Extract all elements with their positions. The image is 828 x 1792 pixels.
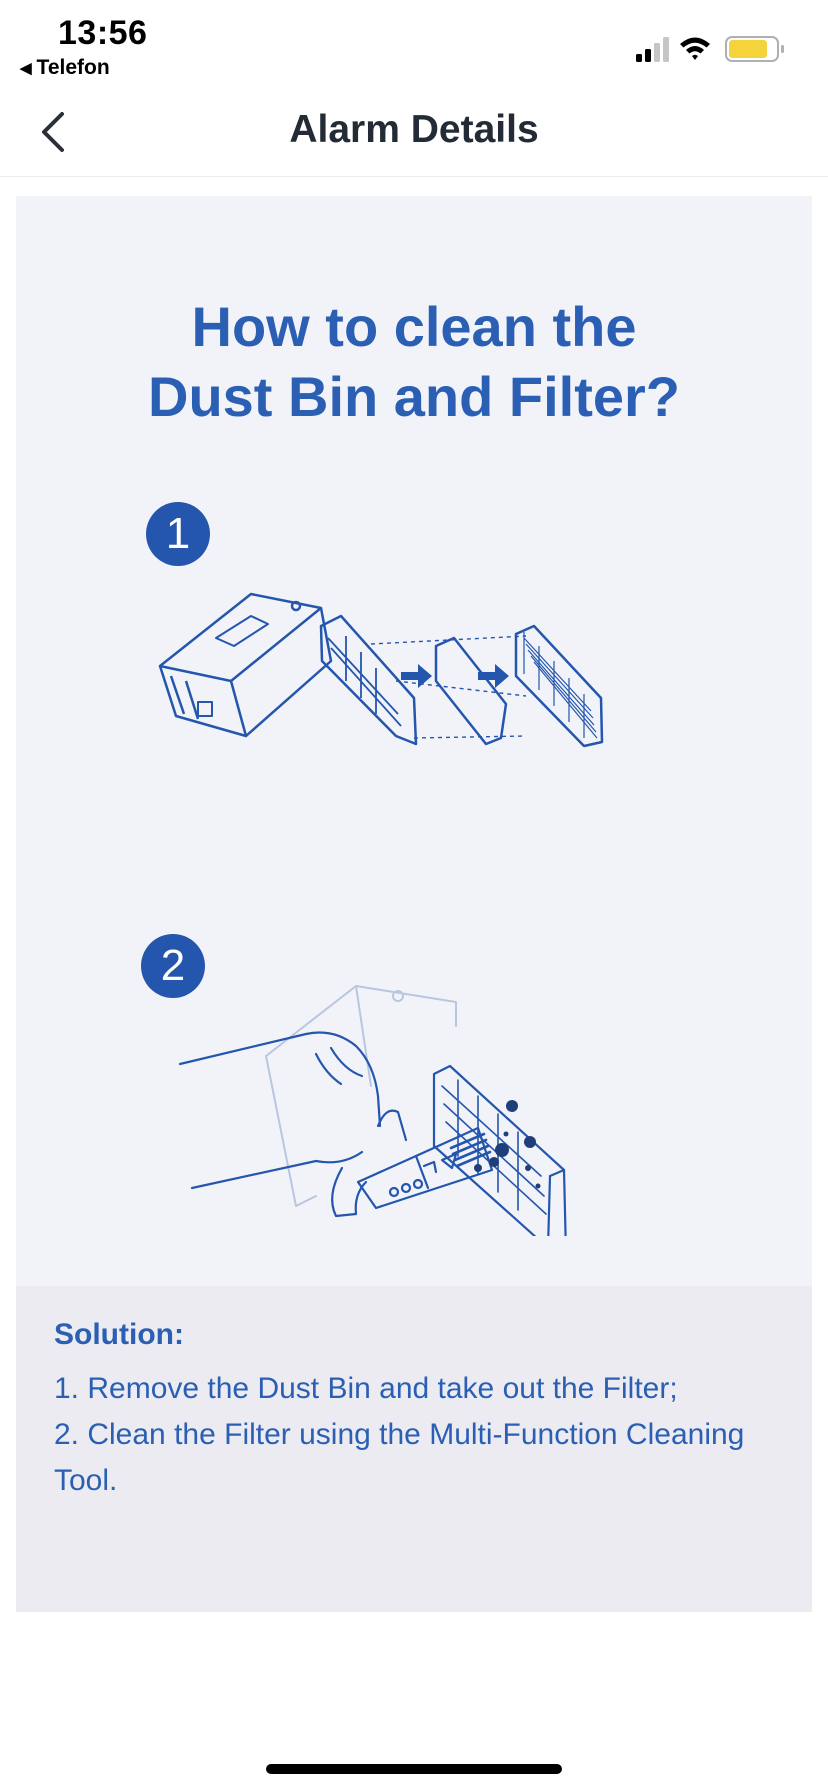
solution-steps: 1. Remove the Dust Bin and take out the … [54,1366,784,1504]
back-triangle-icon: ◀ [20,60,32,77]
nav-bar: Alarm Details [0,88,828,177]
status-bar: 13:56 ◀Telefon [0,0,828,88]
solution-heading: Solution: [54,1318,184,1351]
status-back-to-app[interactable]: ◀Telefon [20,56,110,80]
solution-panel: Solution: 1. Remove the Dust Bin and tak… [16,1286,812,1612]
battery-icon [725,36,784,62]
solution-step-2: 2. Clean the Filter using the Multi-Func… [54,1418,745,1497]
status-back-label: Telefon [36,56,110,79]
cellular-signal-icon [636,37,669,62]
guide-card: How to clean the Dust Bin and Filter? 1 … [16,196,812,1286]
status-icons [636,36,784,62]
chevron-left-icon [42,112,64,152]
status-time: 13:56 [58,14,148,52]
dust-bin-filter-removal-illustration [158,592,604,748]
page-title: Alarm Details [289,108,539,151]
back-button[interactable] [30,106,82,158]
step-1-badge: 1 [146,502,210,566]
solution-step-1: 1. Remove the Dust Bin and take out the … [54,1372,678,1405]
guide-title-line1: How to clean the [191,295,637,358]
guide-title: How to clean the Dust Bin and Filter? [16,292,812,432]
step-2-badge: 2 [141,934,205,998]
guide-title-line2: Dust Bin and Filter? [148,365,680,428]
filter-cleaning-with-tool-illustration [178,985,567,1236]
home-indicator[interactable] [266,1764,562,1774]
wifi-icon [680,37,710,60]
